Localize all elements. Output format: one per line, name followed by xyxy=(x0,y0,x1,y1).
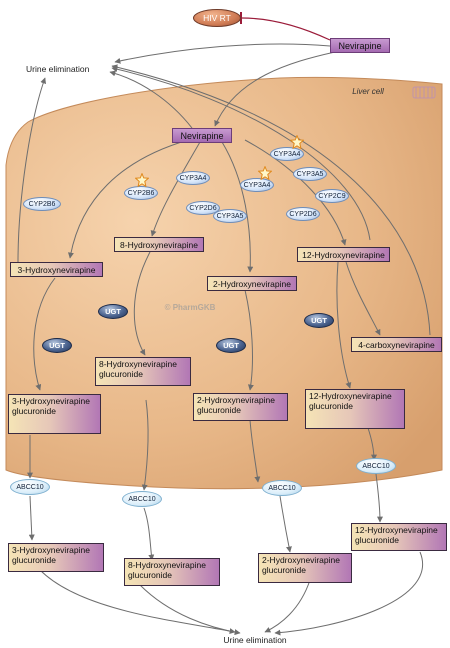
cyp2c9-enzyme: CYP2C9 xyxy=(315,189,349,203)
liver-cell-label: Liver cell xyxy=(352,86,384,96)
glucuronide-2-out-line2: glucuronide xyxy=(262,565,306,575)
abcc10-transporter: ABCC10 xyxy=(10,479,50,495)
glucuronide-3-out-line1: 3-Hydroxynevirapine xyxy=(12,545,90,555)
glucuronide-8-liver: 8-Hydroxynevirapine glucuronide xyxy=(95,357,191,386)
glucuronide-8-out-line2: glucuronide xyxy=(128,570,172,580)
glucuronide-3-out: 3-Hydroxynevirapine glucuronide xyxy=(8,543,104,572)
hiv-rt-node: HIV RT xyxy=(193,9,241,27)
cyp2d6-enzyme-a: CYP2D6 xyxy=(186,201,220,215)
ugt-enzyme: UGT xyxy=(304,313,334,328)
cyp2d6-enzyme-b: CYP2D6 xyxy=(286,207,320,221)
abcc10-transporter: ABCC10 xyxy=(356,458,396,474)
induction-star-icon xyxy=(258,166,272,180)
glucuronide-3-liver-line1: 3-Hydroxynevirapine xyxy=(12,396,90,406)
metabolite-3-hydroxynevirapine: 3-Hydroxynevirapine xyxy=(10,262,103,277)
cyp3a4-enzyme-a: CYP3A4 xyxy=(176,171,210,185)
er-texture xyxy=(412,86,436,99)
glucuronide-2-out: 2-Hydroxynevirapine glucuronide xyxy=(258,553,352,583)
ugt-enzyme: UGT xyxy=(98,304,128,319)
cyp3a4-enzyme-b: CYP3A4 xyxy=(240,178,274,192)
glucuronide-3-out-line2: glucuronide xyxy=(12,555,56,565)
glucuronide-2-liver: 2-Hydroxynevirapine glucuronide xyxy=(193,393,288,421)
metabolite-2-hydroxynevirapine: 2-Hydroxynevirapine xyxy=(207,276,297,291)
glucuronide-12-liver-line1: 12-Hydroxynevirapine xyxy=(309,391,392,401)
cyp2b6-left-enzyme: CYP2B6 xyxy=(23,197,61,211)
glucuronide-12-liver: 12-Hydroxynevirapine glucuronide xyxy=(305,389,405,429)
cyp3a5-enzyme-a: CYP3A5 xyxy=(213,209,247,223)
nevirapine-liver-box: Nevirapine xyxy=(172,128,232,143)
cyp3a4-enzyme-c: CYP3A4 xyxy=(270,147,304,161)
cyp2b6-mid-enzyme: CYP2B6 xyxy=(124,186,158,200)
glucuronide-8-out-line1: 8-Hydroxynevirapine xyxy=(128,560,206,570)
glucuronide-8-out: 8-Hydroxynevirapine glucuronide xyxy=(124,558,220,586)
cyp3a5-enzyme-b: CYP3A5 xyxy=(293,167,327,181)
nevirapine-top-box: Nevirapine xyxy=(330,38,390,53)
induction-star-icon xyxy=(290,135,304,149)
glucuronide-2-liver-line2: glucuronide xyxy=(197,405,241,415)
urine-elimination-bottom: Urine elimination xyxy=(223,635,287,645)
ugt-enzyme: UGT xyxy=(42,338,72,353)
glucuronide-8-liver-line2: glucuronide xyxy=(99,369,143,379)
ugt-enzyme: UGT xyxy=(216,338,246,353)
glucuronide-8-liver-line1: 8-Hydroxynevirapine xyxy=(99,359,177,369)
metabolite-4-carboxynevirapine: 4-carboxynevirapine xyxy=(351,337,442,352)
glucuronide-12-liver-line2: glucuronide xyxy=(309,401,353,411)
induction-star-icon xyxy=(135,173,149,187)
glucuronide-12-out-line2: glucuronide xyxy=(355,535,399,545)
glucuronide-3-liver-line2: glucuronide xyxy=(12,406,56,416)
metabolite-8-hydroxynevirapine: 8-Hydroxynevirapine xyxy=(114,237,204,252)
glucuronide-2-liver-line1: 2-Hydroxynevirapine xyxy=(197,395,275,405)
urine-elimination-top: Urine elimination xyxy=(26,64,90,74)
glucuronide-12-out-line1: 12-Hydroxynevirapine xyxy=(355,525,438,535)
abcc10-transporter: ABCC10 xyxy=(122,491,162,507)
glucuronide-3-liver: 3-Hydroxynevirapine glucuronide xyxy=(8,394,101,434)
glucuronide-12-out: 12-Hydroxynevirapine glucuronide xyxy=(351,523,447,551)
abcc10-transporter: ABCC10 xyxy=(262,480,302,496)
metabolite-12-hydroxynevirapine: 12-Hydroxynevirapine xyxy=(297,247,390,262)
inhibition-line xyxy=(241,17,331,41)
pharmgkb-watermark: © PharmGKB xyxy=(164,302,216,312)
glucuronide-2-out-line1: 2-Hydroxynevirapine xyxy=(262,555,340,565)
